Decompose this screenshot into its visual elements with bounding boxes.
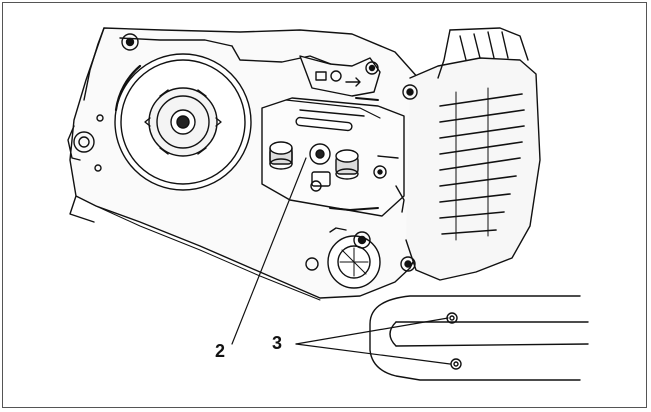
clutch-drum (114, 53, 252, 191)
callout-2: 2 (215, 341, 226, 361)
chain-tensioner-pin (309, 143, 331, 192)
guide-bar-stud-left (269, 141, 293, 170)
leader-3-upper (295, 317, 449, 345)
bar-mount-plate (261, 97, 405, 217)
guide-bar (369, 295, 589, 381)
guide-bar-stud-right (335, 149, 359, 180)
callout-3: 3 (272, 333, 283, 353)
cooling-fins (400, 27, 541, 281)
leader-2 (231, 157, 307, 345)
lower-adjuster (305, 227, 381, 289)
tensioner-hole-lower (450, 358, 462, 370)
leader-3-lower (295, 343, 451, 365)
top-controls (299, 55, 381, 101)
leader-lines (231, 157, 451, 365)
